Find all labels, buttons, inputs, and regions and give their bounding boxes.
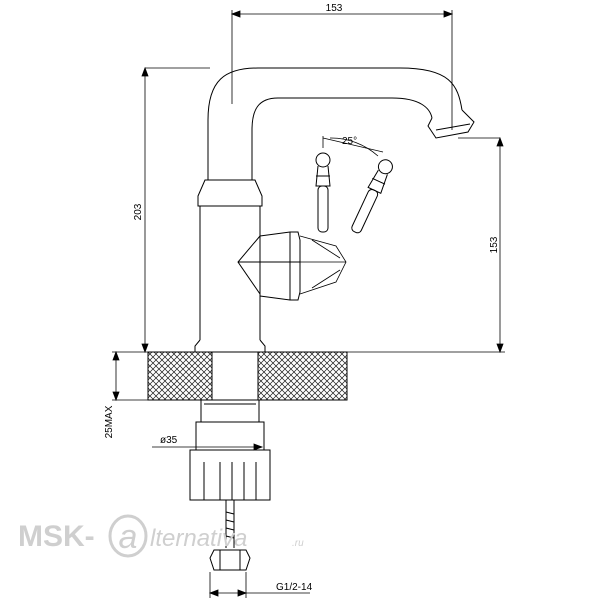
angle-label: 25° bbox=[342, 136, 357, 147]
max-deck-label: 25MAX bbox=[104, 405, 115, 438]
total-height-label: 203 bbox=[133, 203, 144, 220]
shank-diameter-label: ø35 bbox=[160, 435, 178, 446]
top-width-label: 153 bbox=[326, 3, 343, 14]
faucet-body bbox=[194, 120, 266, 353]
svg-text:a: a bbox=[119, 518, 138, 556]
countertop-section bbox=[147, 351, 348, 401]
lever-rotated bbox=[351, 159, 393, 234]
watermark-logo-icon: a bbox=[108, 514, 148, 558]
supply-hose bbox=[209, 500, 251, 571]
watermark-domain: .ru bbox=[292, 538, 304, 549]
spout bbox=[207, 67, 475, 139]
watermark-brand: MSK- bbox=[18, 520, 95, 553]
mounting-shank bbox=[189, 399, 271, 501]
thread-label: G1/2-14 bbox=[276, 582, 313, 593]
dimension-lines bbox=[112, 10, 505, 598]
watermark-rest: lternativa bbox=[150, 525, 247, 552]
lever-upright bbox=[315, 152, 331, 233]
watermark: MSK- a lternativa .ru bbox=[18, 514, 304, 558]
handle-housing bbox=[237, 231, 347, 301]
spout-height-label: 153 bbox=[489, 236, 500, 253]
